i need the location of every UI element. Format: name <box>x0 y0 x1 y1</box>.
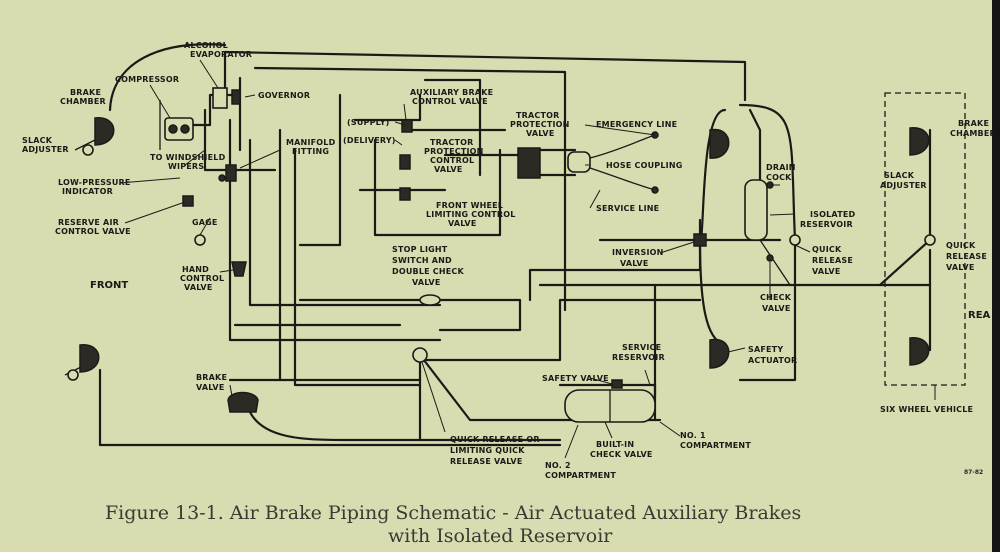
leader-lines <box>119 59 936 459</box>
front-brake-chamber-top <box>82 117 115 156</box>
reserve-air-control-valve <box>182 195 194 207</box>
label-delivery: (DELIVERY) <box>343 136 396 145</box>
compressor <box>164 117 194 141</box>
tractor-protection-valve <box>517 147 541 179</box>
six-wheel-vehicle-box <box>884 92 966 386</box>
label-governor: GOVERNOR <box>258 91 310 100</box>
front-wheel-limiting-valve <box>399 187 411 201</box>
label-supply: (SUPPLY) <box>347 118 390 127</box>
brake-valve <box>227 391 259 413</box>
check-valve <box>766 254 774 262</box>
quick-release-valve-mid <box>789 234 801 246</box>
service-line-glad-hand <box>651 186 659 194</box>
governor <box>231 89 241 105</box>
label-hose-coupling: HOSE COUPLING <box>606 161 682 170</box>
label-front: FRONT <box>90 280 128 291</box>
front-brake-chamber-bottom <box>67 344 100 381</box>
label-six-wheel-vehicle: SIX WHEEL VEHICLE <box>880 405 973 414</box>
page-edge-shadow <box>992 0 1000 552</box>
stop-light-switch <box>419 294 441 306</box>
trailer-brake-chamber-top <box>709 128 730 159</box>
label-gage: GAGE <box>192 218 218 227</box>
label-figure-code: 87-82 <box>964 469 983 476</box>
tractor-protection-control-valve <box>399 154 411 170</box>
alcohol-evaporator <box>212 87 228 109</box>
gage <box>194 234 206 246</box>
aux-brake-control-valve <box>401 119 413 133</box>
piping <box>64 43 932 447</box>
label-safety-valve: SAFETY VALVE <box>542 374 609 383</box>
rear-quick-release-valve <box>924 234 936 246</box>
label-compressor: COMPRESSOR <box>115 75 179 84</box>
inversion-valve <box>693 233 707 247</box>
label-rear: REA <box>968 310 991 321</box>
caption-line-1: Figure 13-1. Air Brake Piping Schematic … <box>105 502 801 524</box>
rear-brake-chamber-bottom <box>909 337 930 366</box>
manifold-fitting <box>225 164 237 182</box>
isolated-reservoir <box>744 179 768 241</box>
caption-line-2: with Isolated Reservoir <box>388 525 613 547</box>
safety-actuator <box>709 338 730 369</box>
components <box>67 87 966 423</box>
rear-brake-chamber-top <box>909 127 930 156</box>
low-pressure-indicator <box>218 174 226 182</box>
safety-valve <box>611 379 623 389</box>
caption: Figure 13-1. Air Brake Piping Schematic … <box>105 502 801 547</box>
quick-release-limiting-valve <box>412 347 428 363</box>
hose-coupling <box>567 151 591 173</box>
label-emergency-line: EMERGENCY LINE <box>596 120 677 129</box>
label-service-line: SERVICE LINE <box>596 204 659 213</box>
hand-control-valve <box>231 261 247 277</box>
